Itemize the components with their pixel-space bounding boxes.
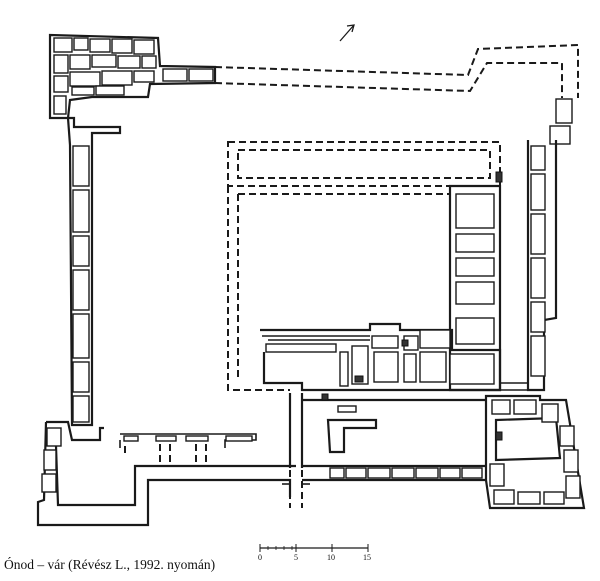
north-wall-conjectural [214, 43, 579, 98]
scale-label-15: 15 [363, 553, 371, 562]
scale-bar: 0 5 10 15 [258, 544, 371, 562]
palace-east-rooms [448, 171, 503, 392]
south-wall-center [302, 464, 486, 482]
figure-caption: Ónod – vár (Révész L., 1992. nyomán) [4, 557, 216, 572]
palace-outline [227, 141, 501, 391]
southeast-tower [484, 394, 586, 510]
south-gate [282, 393, 310, 508]
scale-label-10: 10 [327, 553, 335, 562]
scale-label-5: 5 [294, 553, 298, 562]
east-wall [500, 140, 558, 392]
southwest-bastion [36, 420, 296, 527]
north-wall [48, 33, 217, 120]
north-arrow [339, 24, 355, 42]
scale-label-0: 0 [258, 553, 262, 562]
northeast-tower [549, 98, 573, 145]
courtyard-features [302, 393, 486, 454]
west-wall [66, 116, 122, 427]
south-inner-rooms [119, 433, 257, 464]
palace-south-rooms [260, 322, 502, 392]
